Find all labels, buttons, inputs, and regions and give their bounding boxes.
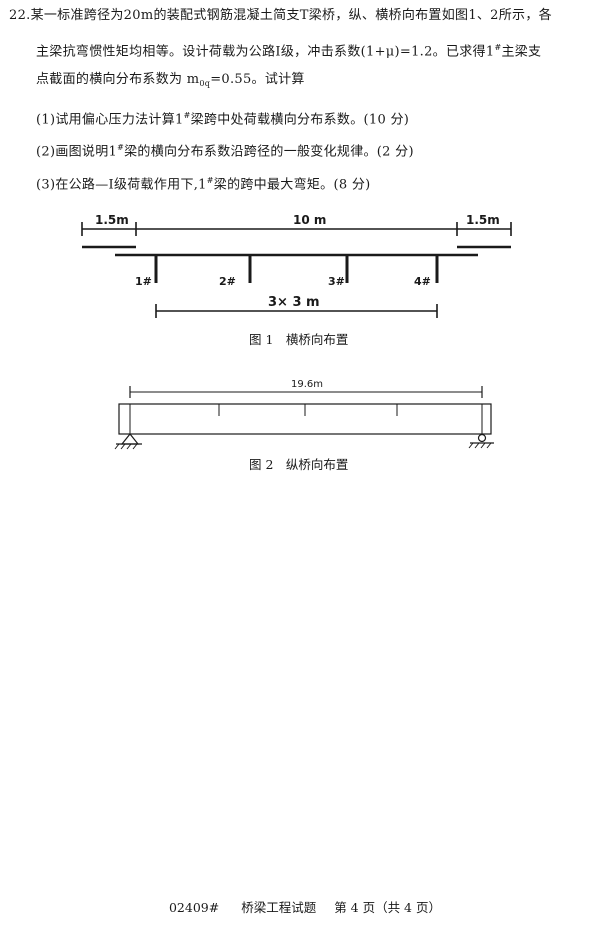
page-footer: 02409# 桥梁工程试题 第 4 页（共 4 页） bbox=[0, 897, 610, 916]
question-part-1: (1)试用偏心压力法计算1#梁跨中处荷载横向分布系数。(10 分) bbox=[36, 108, 409, 128]
figure-1-cross-section: 1.5m 10 m 1.5m 1# 2# 3# 4# 3× 3 m bbox=[81, 213, 512, 318]
girder-label-4: 4# bbox=[414, 275, 431, 288]
part-3-text-b: 梁的跨中最大弯矩。(8 分) bbox=[213, 177, 371, 193]
part-2-sup: # bbox=[117, 143, 125, 152]
spacing-dim-label: 3× 3 m bbox=[268, 295, 320, 310]
footer-page-number: 第 4 页（共 4 页） bbox=[334, 900, 441, 915]
part-1-text-b: 梁跨中处荷载横向分布系数。(10 分) bbox=[190, 112, 410, 128]
girder-label-2: 2# bbox=[219, 275, 236, 288]
question-intro-text-1: 22.某一标准跨径为20m的装配式钢筋混凝土简支T梁桥，纵、横桥向布置如图1、2… bbox=[9, 8, 552, 23]
pin-support-icon bbox=[114, 433, 142, 450]
part-2-text-b: 梁的横向分布系数沿跨径的一般变化规律。(2 分) bbox=[124, 144, 414, 160]
dim-label-center: 10 m bbox=[293, 213, 326, 227]
question-intro-text-3b: =0.55。试计算 bbox=[210, 72, 305, 87]
roller-support-icon bbox=[468, 433, 494, 449]
part-1-sup: # bbox=[183, 111, 191, 120]
figure-2-elevation: 19.6m bbox=[114, 379, 494, 450]
question-intro-line-1: 22.某一标准跨径为20m的装配式钢筋混凝土简支T梁桥，纵、横桥向布置如图1、2… bbox=[9, 8, 552, 24]
question-intro-line-2: 主梁抗弯惯性矩均相等。设计荷载为公路Ⅰ级，冲击系数(1+μ)=1.2。已求得1#… bbox=[36, 40, 541, 60]
question-part-3: (3)在公路—Ⅰ级荷载作用下,1#梁的跨中最大弯矩。(8 分) bbox=[36, 173, 371, 193]
question-intro-line-3: 点截面的横向分布系数为 m0q=0.55。试计算 bbox=[36, 72, 305, 92]
girder-label-1: 1# bbox=[135, 275, 152, 288]
distribution-coefficient-subscript: 0q bbox=[199, 79, 211, 88]
figure-1-caption: 图 1 横桥向布置 bbox=[249, 332, 349, 347]
part-3-sup: # bbox=[206, 176, 214, 185]
question-intro-text-3a: 点截面的横向分布系数为 m bbox=[36, 72, 200, 87]
part-1-text-a: (1)试用偏心压力法计算1 bbox=[36, 112, 184, 128]
dim-label-left: 1.5m bbox=[95, 213, 129, 227]
footer-subject: 桥梁工程试题 bbox=[241, 900, 317, 915]
span-dim-label: 19.6m bbox=[291, 379, 323, 390]
question-intro-text-2: 主梁抗弯惯性矩均相等。设计荷载为公路Ⅰ级，冲击系数(1+μ)=1.2。已求得1 bbox=[36, 44, 495, 60]
dim-label-right: 1.5m bbox=[466, 213, 500, 227]
question-intro-text-2-tail: 主梁支 bbox=[501, 44, 542, 60]
question-part-2: (2)画图说明1#梁的横向分布系数沿跨径的一般变化规律。(2 分) bbox=[36, 140, 414, 160]
girder-label-3: 3# bbox=[328, 275, 345, 288]
figure-2-caption: 图 2 纵桥向布置 bbox=[249, 457, 349, 472]
beam-number-sup: # bbox=[494, 43, 502, 52]
part-3-text-a: (3)在公路—Ⅰ级荷载作用下,1 bbox=[36, 177, 207, 193]
part-2-text-a: (2)画图说明1 bbox=[36, 144, 118, 160]
footer-course-code: 02409# bbox=[168, 900, 220, 915]
